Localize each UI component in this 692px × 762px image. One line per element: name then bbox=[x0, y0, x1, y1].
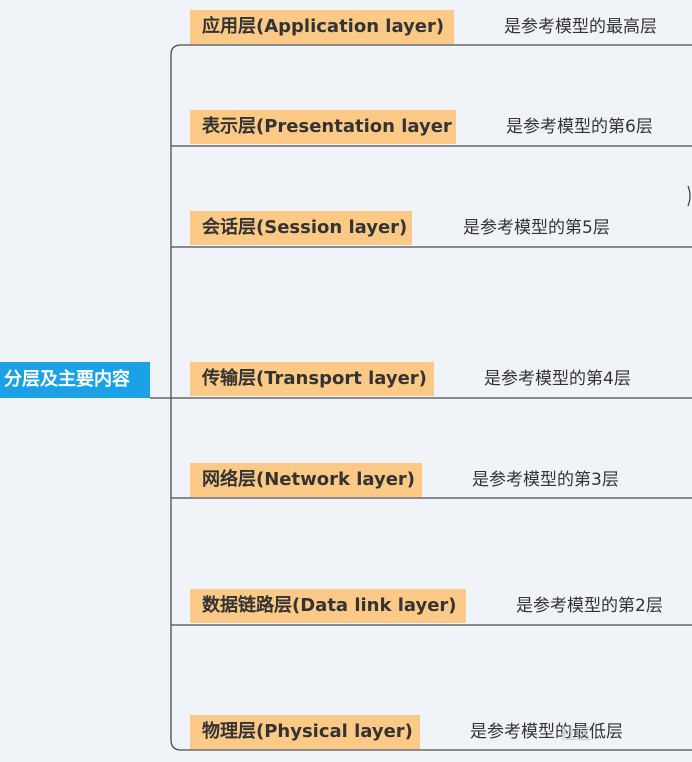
layer-node-transport[interactable]: 传输层(Transport layer) bbox=[190, 362, 434, 396]
layer-desc-application: 是参考模型的最高层 bbox=[504, 17, 657, 37]
layer-node-application[interactable]: 应用层(Application layer) bbox=[190, 10, 454, 44]
layer-desc-network: 是参考模型的第3层 bbox=[472, 470, 619, 490]
edge-curve-mark bbox=[687, 185, 691, 207]
layer-node-physical[interactable]: 物理层(Physical layer) bbox=[190, 715, 420, 749]
layer-desc-datalink: 是参考模型的第2层 bbox=[516, 596, 663, 616]
layer-desc-presentation: 是参考模型的第6层 bbox=[506, 117, 653, 137]
layer-desc-session: 是参考模型的第5层 bbox=[463, 218, 610, 238]
layer-node-session[interactable]: 会话层(Session layer) bbox=[190, 211, 412, 245]
layer-node-presentation[interactable]: 表示层(Presentation layer bbox=[190, 110, 456, 144]
layer-desc-transport: 是参考模型的第4层 bbox=[484, 369, 631, 389]
layer-node-datalink[interactable]: 数据链路层(Data link layer) bbox=[190, 589, 466, 623]
root-node[interactable]: 分层及主要内容 bbox=[0, 362, 150, 398]
layer-node-network[interactable]: 网络层(Network layer) bbox=[190, 463, 422, 497]
layer-desc-physical: 是参考模型的最低层 bbox=[470, 722, 623, 742]
watermark: 社区 bbox=[560, 724, 593, 743]
